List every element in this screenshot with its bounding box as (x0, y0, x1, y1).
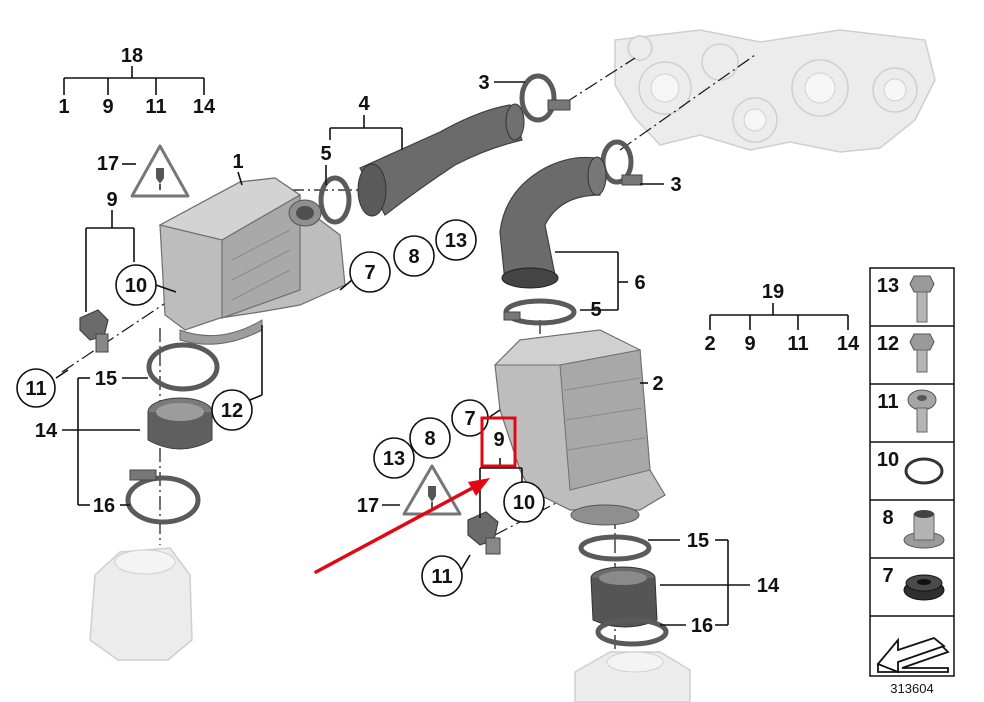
o-ring-icon (904, 457, 944, 485)
clamp-right-16 (595, 617, 669, 647)
callout-circle-12 (211, 389, 253, 431)
ground-warning-icon-left (130, 144, 190, 198)
label-18-9: 9 (102, 96, 113, 118)
label-1: 1 (232, 151, 243, 173)
fastener-legend: 13 12 11 10 8 7 (869, 267, 955, 696)
leader-lines (55, 66, 849, 626)
sensor-left (79, 309, 109, 353)
clamp-left-15 (146, 342, 220, 392)
hose-right-6 (499, 156, 607, 289)
arrow-reference-icon (876, 636, 950, 674)
callout-circle-11-mid (421, 555, 463, 597)
callout-circle-11-left (16, 368, 56, 408)
intercooler-left (158, 177, 346, 345)
label-19-14: 14 (837, 333, 860, 355)
label-14-left: 14 (35, 420, 58, 442)
label-17-mid: 17 (357, 495, 379, 517)
callout-circle-8-mid (409, 417, 451, 459)
highlight-box (480, 416, 517, 468)
label-10-mid: 10 (513, 492, 535, 514)
label-19: 19 (762, 281, 784, 303)
bolt-round-head-icon (907, 389, 937, 433)
label-13-mid: 13 (383, 448, 405, 470)
label-18-1: 1 (58, 96, 69, 118)
legend-label-12: 12 (877, 333, 899, 355)
label-15-left: 15 (95, 368, 117, 390)
callout-circle-8-top (393, 235, 435, 277)
label-11-left: 11 (25, 378, 46, 400)
label-15-right: 15 (687, 530, 709, 552)
clamp-left-16 (125, 469, 201, 525)
hose-top-4 (357, 103, 525, 217)
label-19-11: 11 (787, 333, 808, 355)
callout-labels: 18 1 9 11 14 17 1 9 10 11 15 14 16 12 5 … (25, 45, 860, 637)
legend-label-13: 13 (877, 275, 899, 297)
callout-circle-10-left (115, 264, 157, 306)
callout-circle-13-top (435, 219, 477, 261)
label-5-mid: 5 (590, 299, 601, 321)
throttle-body-left-ghost (89, 547, 193, 661)
callout-circle-10-mid (503, 481, 545, 523)
bolt-hex-long-icon (909, 275, 935, 323)
intercooler-right (493, 329, 666, 526)
diagram-number: 313604 (890, 681, 933, 696)
label-3-top: 3 (478, 72, 489, 94)
label-9-left: 9 (106, 189, 117, 211)
turbocharger-ghost (614, 29, 936, 153)
label-11-mid: 11 (431, 566, 452, 588)
throttle-body-right-ghost (574, 651, 691, 702)
label-19-2: 2 (704, 333, 715, 355)
label-9-highlighted: 9 (493, 429, 504, 451)
label-2: 2 (652, 373, 663, 395)
callout-circle-7-top (349, 251, 391, 293)
label-16-left: 16 (93, 495, 115, 517)
label-17-left: 17 (97, 153, 119, 175)
legend-label-10: 10 (877, 449, 899, 471)
legend-label-11: 11 (877, 391, 898, 413)
label-18-11: 11 (145, 96, 166, 118)
label-5-top: 5 (320, 143, 331, 165)
clamp-right-15 (578, 534, 652, 562)
label-8-mid: 8 (424, 428, 435, 450)
label-13-top: 13 (445, 230, 467, 252)
circled-callouts (16, 219, 545, 597)
label-14-right: 14 (757, 575, 780, 597)
label-18-14: 14 (193, 96, 216, 118)
ground-warning-icon-mid (402, 464, 462, 516)
label-7-mid: 7 (464, 408, 475, 430)
label-12: 12 (221, 400, 243, 422)
sleeve-right-14 (590, 566, 658, 628)
label-4: 4 (358, 93, 370, 115)
label-8-top: 8 (408, 246, 419, 268)
sleeve-left-14 (147, 397, 213, 450)
sensor-right (467, 511, 501, 555)
label-3-right: 3 (670, 174, 681, 196)
label-19-9: 9 (744, 333, 755, 355)
label-7-top: 7 (364, 262, 375, 284)
label-6: 6 (634, 272, 645, 294)
label-18: 18 (121, 45, 143, 67)
red-pointer-arrow (314, 478, 490, 574)
label-16-right: 16 (691, 615, 713, 637)
clamp-top-5 (318, 175, 352, 225)
label-10-left: 10 (125, 275, 147, 297)
legend-label-7: 7 (882, 565, 893, 587)
rubber-grommet-icon (903, 574, 945, 601)
legend-label-8: 8 (882, 507, 893, 529)
clamp-top-3 (519, 73, 571, 123)
bolt-hex-short-icon (909, 333, 935, 373)
clamp-right-5 (503, 298, 577, 326)
sleeve-bushing-icon (903, 510, 945, 549)
callout-circle-13-mid (373, 437, 415, 479)
